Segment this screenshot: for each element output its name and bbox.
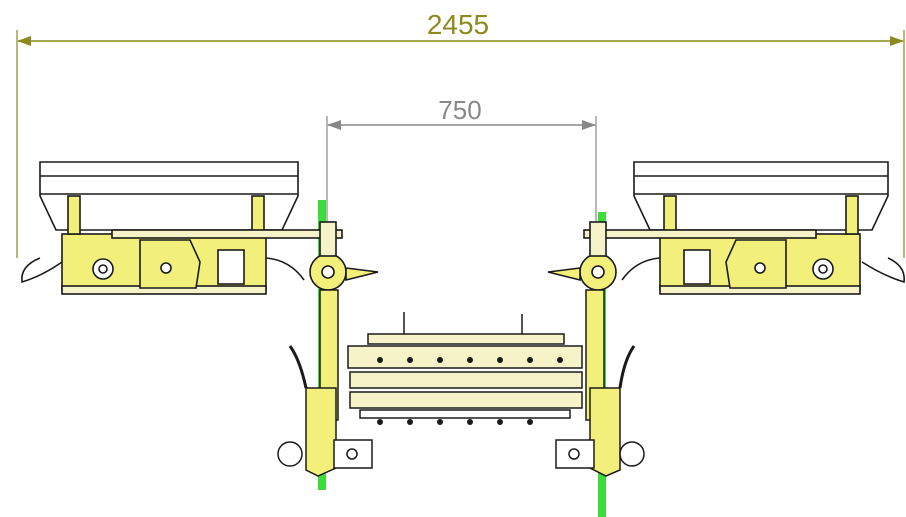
right-hopper-unit: [547, 161, 905, 295]
left-plate: [217, 249, 245, 285]
left-pointer: [345, 267, 379, 282]
roller-bottom: [349, 391, 583, 409]
bolt-row: [377, 357, 563, 425]
right-plate: [683, 249, 711, 285]
left-cross-bar: [111, 229, 343, 239]
overall-dimension: 2455: [16, 9, 905, 258]
upper-frame-bar: [367, 333, 565, 345]
left-handle: [288, 345, 308, 389]
frame-plate-a: [347, 345, 583, 369]
right-pointer: [547, 267, 581, 282]
left-spout: [21, 257, 63, 284]
right-side-wheel: [619, 441, 645, 467]
overall-dimension-label: 2455: [427, 9, 489, 40]
left-side-wheel: [277, 441, 303, 467]
right-cross-bar: [583, 229, 817, 239]
left-leg: [305, 387, 337, 477]
left-hopper-unit: [21, 161, 379, 295]
roller-top: [349, 371, 583, 389]
right-spout: [861, 257, 905, 284]
left-bracket-a: [67, 195, 81, 235]
right-hopper-top: [633, 161, 889, 231]
right-bracket-b: [845, 195, 859, 235]
inner-dimension-label: 750: [438, 95, 481, 125]
inner-dimension: 750: [326, 95, 597, 262]
right-bracket-a: [663, 195, 677, 235]
left-bracket-b: [251, 195, 265, 235]
central-chassis: [277, 289, 645, 477]
right-handle: [618, 345, 636, 389]
